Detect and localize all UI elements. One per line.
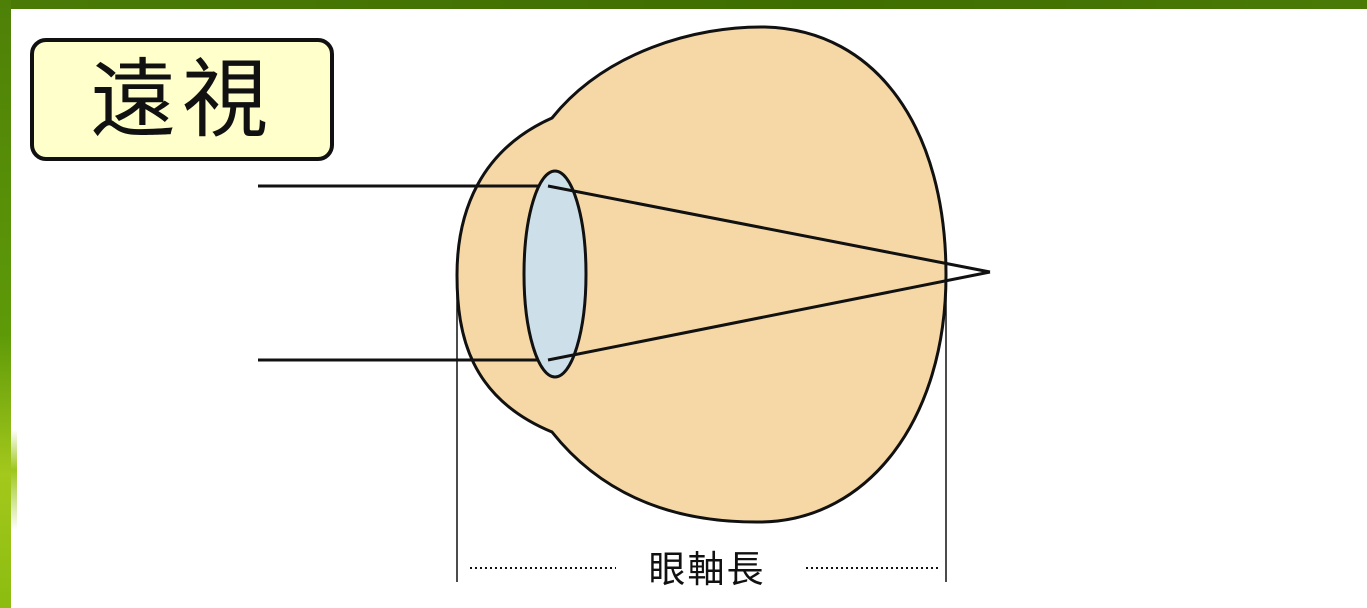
axial-length-label: 眼軸長 — [622, 545, 792, 595]
page-title: 遠視 — [90, 57, 274, 143]
title-box: 遠視 — [30, 38, 334, 161]
lens — [524, 171, 586, 377]
